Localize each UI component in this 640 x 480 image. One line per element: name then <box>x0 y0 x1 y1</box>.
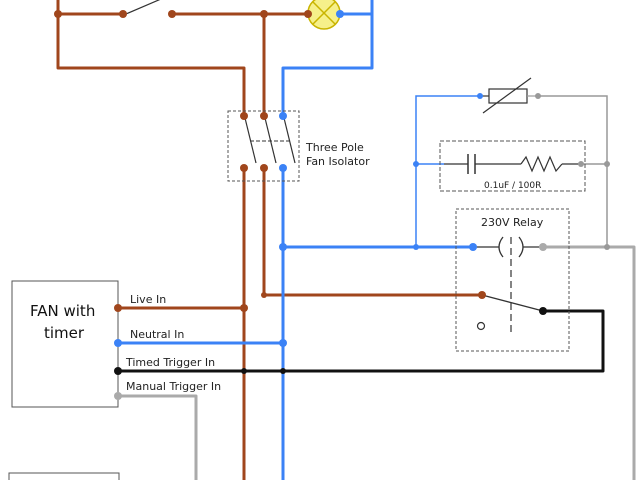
fan-neutral-terminal <box>114 339 122 347</box>
neutral-junction <box>279 339 287 347</box>
isolator-terminal <box>240 164 248 172</box>
rc-snubber <box>439 140 586 192</box>
relay-coil-terminal-left <box>469 243 477 251</box>
neutral-junction <box>413 244 419 250</box>
grey-junction <box>578 161 584 167</box>
grey-thick-wires <box>118 245 636 480</box>
relay-nc-contact <box>476 321 486 331</box>
fan-live-terminal <box>114 304 122 312</box>
isolator-label-line2: Fan Isolator <box>306 155 370 168</box>
relay-no-terminal <box>539 307 547 315</box>
switch-terminal-right <box>168 10 176 18</box>
live-junction <box>54 10 62 18</box>
isolator-box <box>227 110 300 182</box>
fan-timer-unit <box>11 280 119 408</box>
isolator-terminal <box>240 112 248 120</box>
junction-dots <box>54 10 610 400</box>
live-top-left-wire <box>56 0 123 16</box>
isolator-terminal <box>260 164 268 172</box>
thermistor-symbol <box>480 77 538 114</box>
isolator-terminal <box>279 112 287 120</box>
thermistor-terminal-right <box>535 93 541 99</box>
trigger-wires <box>118 309 605 373</box>
isolator-terminal <box>260 112 268 120</box>
fan-box <box>11 280 119 408</box>
relay-coil-arc-left <box>498 236 504 258</box>
live-wires <box>56 0 482 480</box>
live-left-drop-wire <box>56 14 246 116</box>
neutral-junction <box>413 161 419 167</box>
manual-trigger-wire <box>118 394 198 480</box>
lamp-terminal-right <box>336 10 344 18</box>
live-relay-feed-wire <box>262 168 482 297</box>
neutral-lamp-wire <box>340 0 374 16</box>
relay-box <box>455 208 570 352</box>
switch-terminal-left <box>119 10 127 18</box>
grey-junction <box>604 244 610 250</box>
relay-title: 230V Relay <box>481 216 544 229</box>
live-junction <box>260 10 268 18</box>
fan-box-label-line2: timer <box>44 324 85 342</box>
neutral-top-run-wire <box>281 14 374 116</box>
lamp-terminal-left <box>304 10 312 18</box>
grey-wires <box>538 95 608 247</box>
relay-coil-terminal-right <box>539 243 547 251</box>
lamp-cross-b <box>312 1 336 25</box>
snubber-value-label: 0.1uF / 100R <box>484 181 541 191</box>
relay-coil-arc-right <box>518 236 524 258</box>
grey-junction <box>604 161 610 167</box>
thermistor-body <box>488 88 528 104</box>
relay-coil-out-wire <box>543 245 636 480</box>
fan-timed-trigger-terminal <box>114 367 122 375</box>
isolator-label-line1: Three Pole <box>305 141 364 154</box>
relay-contact-blade <box>481 294 544 312</box>
relay-common-terminal <box>478 291 486 299</box>
live-junction <box>240 304 248 312</box>
fan-box-label-line1: FAN with <box>30 302 95 320</box>
thermistor-out-wire <box>538 95 608 247</box>
lower-unit-box <box>8 472 120 480</box>
three-pole-isolator <box>227 110 300 182</box>
relay-230v <box>455 208 570 352</box>
trigger-junction <box>280 368 286 374</box>
trigger-junction <box>241 368 247 374</box>
neutral-in-label: Neutral In <box>130 328 184 341</box>
switch-lever-top <box>125 0 161 15</box>
snubber-box <box>439 140 586 192</box>
fan-manual-trigger-terminal <box>114 392 122 400</box>
neutral-junction <box>279 243 287 251</box>
neutral-wires <box>118 0 473 480</box>
live-in-label: Live In <box>130 293 166 306</box>
resistor-zigzag <box>520 155 563 173</box>
live-junction <box>261 292 267 298</box>
lamp-symbol <box>307 0 341 30</box>
thermistor-slash <box>482 77 532 114</box>
neutral-to-thermistor-wire <box>415 95 480 247</box>
neutral-thin-wires <box>415 95 480 247</box>
lamp-bulb <box>307 0 341 30</box>
manual-trigger-label: Manual Trigger In <box>126 380 221 393</box>
timed-trigger-wire <box>118 309 605 373</box>
timed-trigger-label: Timed Trigger In <box>125 356 215 369</box>
thermistor-terminal-left <box>477 93 483 99</box>
isolator-terminal <box>279 164 287 172</box>
